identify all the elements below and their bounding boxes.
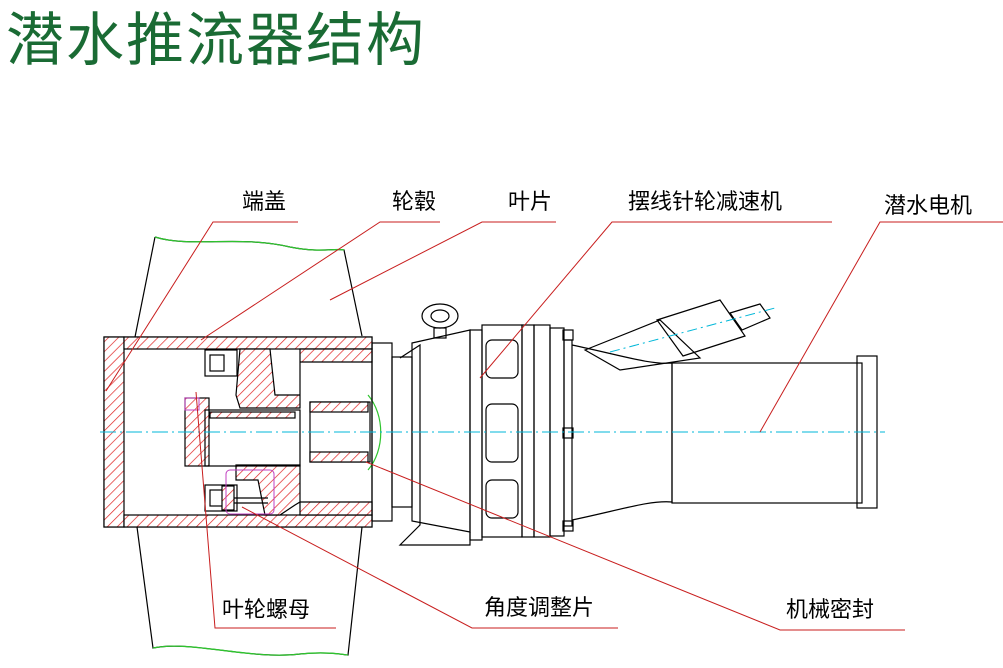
leader-hub (200, 221, 440, 341)
label-impeller-nut: 叶轮螺母 (222, 598, 311, 623)
cable-centerline (609, 307, 776, 353)
label-blade: 叶片 (508, 190, 553, 215)
leader-end-cap (105, 221, 298, 392)
leader-reducer (479, 221, 832, 379)
blade-edge (152, 236, 349, 656)
label-hub: 轮毂 (392, 190, 437, 215)
leader-impeller-nut (195, 391, 336, 629)
label-end-cap: 端盖 (242, 190, 287, 215)
reducer-body (371, 303, 574, 546)
label-reducer: 摆线针轮减速机 (628, 190, 783, 215)
leader-angle-shim (241, 506, 618, 629)
leader-blade (329, 221, 556, 301)
page-title: 潜水推流器结构 (6, 6, 427, 74)
label-angle-shim: 角度调整片 (484, 596, 595, 621)
angle-shim-highlight (225, 469, 275, 515)
blade-outline (134, 236, 363, 656)
leader-lines (105, 221, 1003, 631)
label-mech-seal: 机械密封 (786, 598, 875, 623)
label-motor: 潜水电机 (884, 194, 973, 219)
leader-motor (759, 221, 1003, 433)
nut-highlight (184, 397, 200, 411)
leader-mech-seal (365, 461, 905, 631)
motor-body (571, 299, 878, 521)
